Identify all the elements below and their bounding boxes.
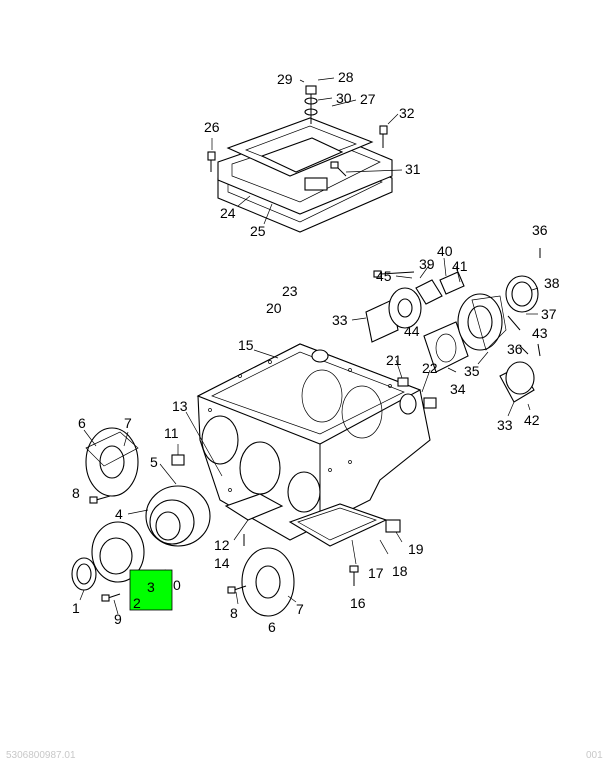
callout-28[interactable]: 28 — [338, 69, 354, 85]
callout-16[interactable]: 16 — [350, 595, 366, 611]
callout-35[interactable]: 35 — [464, 363, 480, 379]
footer-right-code: 001 — [586, 750, 603, 761]
front-cover-assembly — [71, 427, 403, 617]
callout-30[interactable]: 30 — [336, 90, 352, 106]
callout-11[interactable]: 11 — [164, 425, 179, 441]
callout-10[interactable]: 0 — [173, 577, 181, 593]
callout-32[interactable]: 32 — [399, 105, 415, 121]
callout-3[interactable]: 3 — [147, 579, 155, 595]
callout-20[interactable]: 20 — [266, 300, 282, 316]
callout-7a[interactable]: 7 — [124, 415, 132, 431]
callout-45[interactable]: 45 — [376, 268, 392, 284]
callout-38[interactable]: 38 — [544, 275, 560, 291]
callout-42[interactable]: 42 — [524, 412, 540, 428]
top-cover-assembly — [207, 77, 403, 233]
rear-cover-assembly — [351, 248, 541, 417]
callout-34[interactable]: 34 — [450, 381, 466, 397]
callout-37[interactable]: 37 — [541, 306, 557, 322]
callout-29[interactable]: 29 — [277, 71, 293, 87]
footer-left-code: 5306800987.01 — [6, 750, 76, 761]
callout-8b[interactable]: 8 — [230, 605, 238, 621]
callout-6b[interactable]: 6 — [268, 619, 276, 635]
callout-18[interactable]: 18 — [392, 563, 408, 579]
callout-41[interactable]: 41 — [452, 258, 468, 274]
callout-13[interactable]: 13 — [172, 398, 188, 414]
transmission-case — [185, 343, 431, 565]
callout-21[interactable]: 21 — [386, 352, 402, 368]
callout-43[interactable]: 43 — [532, 325, 548, 341]
callout-2[interactable]: 2 — [133, 595, 141, 611]
callout-40[interactable]: 40 — [437, 243, 453, 259]
callout-15[interactable]: 15 — [238, 337, 254, 353]
callout-22[interactable]: 22 — [422, 360, 438, 376]
callout-44[interactable]: 44 — [404, 323, 420, 339]
callout-1[interactable]: 1 — [72, 600, 80, 616]
callout-6a[interactable]: 6 — [78, 415, 86, 431]
callout-24[interactable]: 24 — [220, 205, 236, 221]
callout-36a[interactable]: 36 — [532, 222, 548, 238]
callout-7b[interactable]: 7 — [296, 601, 304, 617]
callout-5[interactable]: 5 — [150, 454, 158, 470]
callout-19[interactable]: 19 — [408, 541, 424, 557]
callout-31[interactable]: 31 — [405, 161, 421, 177]
callout-33a[interactable]: 33 — [332, 312, 348, 328]
callout-9[interactable]: 9 — [114, 611, 122, 627]
callout-23[interactable]: 23 — [282, 283, 298, 299]
callout-36b[interactable]: 36 — [507, 341, 523, 357]
callout-labels: 1 2 3 4 5 6 6 7 7 8 8 9 0 11 12 13 14 15… — [72, 69, 560, 635]
callout-27[interactable]: 27 — [360, 91, 376, 107]
callout-33b[interactable]: 33 — [497, 417, 513, 433]
callout-39[interactable]: 39 — [419, 256, 435, 272]
highlight-box[interactable] — [129, 569, 173, 611]
callout-25[interactable]: 25 — [250, 223, 266, 239]
callout-14[interactable]: 14 — [214, 555, 230, 571]
callout-12[interactable]: 12 — [214, 537, 230, 553]
callout-26[interactable]: 26 — [204, 119, 220, 135]
callout-4[interactable]: 4 — [115, 506, 123, 522]
callout-8a[interactable]: 8 — [72, 485, 80, 501]
callout-17[interactable]: 17 — [368, 565, 384, 581]
